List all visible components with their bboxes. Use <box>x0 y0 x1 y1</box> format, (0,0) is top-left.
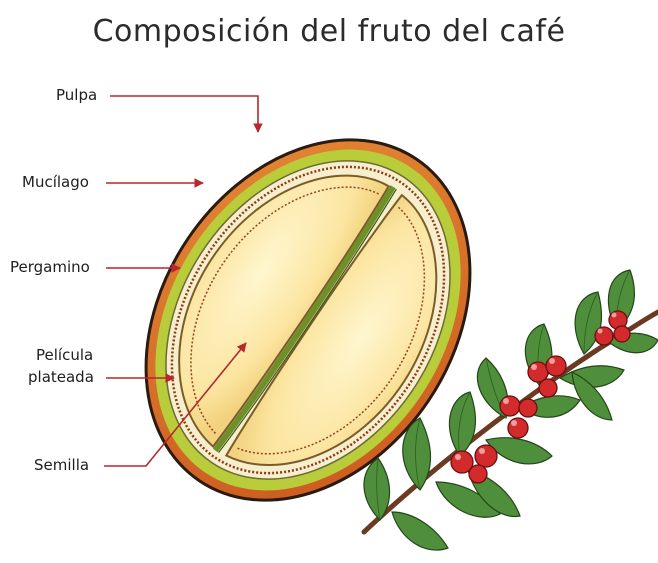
coffee-berry <box>468 464 488 484</box>
label-pergamino: Pergamino <box>10 258 90 276</box>
coffee-branch <box>361 269 658 551</box>
coffee-berry <box>474 444 498 468</box>
pelicula-layer <box>170 165 446 475</box>
leaf <box>485 437 553 465</box>
label-pulpa: Pulpa <box>56 86 98 104</box>
coffee-berry <box>499 395 521 417</box>
label-pelicula-line1: Película <box>36 346 94 364</box>
leaf <box>571 370 613 421</box>
coffee-berry <box>613 325 631 343</box>
leaf <box>448 391 477 457</box>
coffee-berry <box>545 355 567 377</box>
label-pelicula-line2: plateada <box>28 368 94 386</box>
leaf <box>574 291 603 355</box>
label-semilla: Semilla <box>34 456 90 474</box>
coffee-fruit <box>144 138 472 502</box>
leaf <box>435 481 501 518</box>
seed-left <box>178 174 390 448</box>
coffee-berry <box>594 326 614 346</box>
leader-semilla <box>104 342 247 467</box>
label-mucilago: Mucílago <box>22 173 89 191</box>
leaf <box>391 511 449 551</box>
coffee-berry <box>538 378 558 398</box>
leader-pulpa <box>110 95 263 133</box>
coffee-berry <box>518 398 538 418</box>
leader-lines <box>104 95 263 467</box>
diagram-title: Composición del fruto del café <box>92 14 566 49</box>
coffee-berry <box>507 417 529 439</box>
seed-right <box>224 193 438 467</box>
